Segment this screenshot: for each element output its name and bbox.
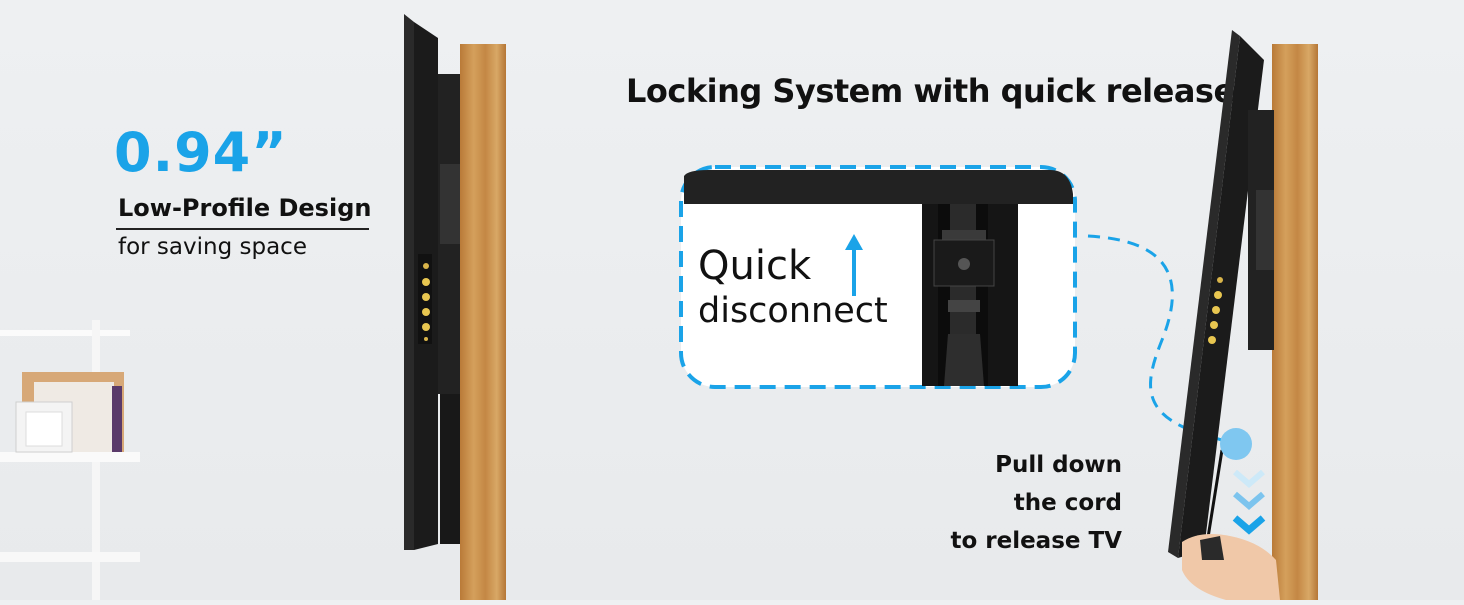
profile-dimension: 0.94”: [114, 121, 288, 184]
up-arrow-icon: [844, 234, 864, 301]
down-chevrons-icon: [1232, 468, 1266, 549]
tv-mount-side-view-right: [1160, 30, 1320, 600]
pull-instructions: Pull down the cord to release TV: [950, 446, 1122, 560]
low-profile-subtitle: for saving space: [118, 234, 307, 260]
callout-line-2: disconnect: [698, 291, 888, 331]
low-profile-title: Low-Profile Design: [118, 194, 372, 222]
cord-pull-point: [1220, 428, 1252, 460]
callout-connector-line: [1080, 230, 1240, 460]
pull-line-1: Pull down: [995, 452, 1122, 478]
pull-line-2: the cord: [1013, 490, 1122, 516]
quick-disconnect-callout: [678, 164, 1078, 390]
callout-line-1: Quick: [698, 243, 812, 289]
page-headline: Locking System with quick release: [626, 72, 1235, 110]
shelf-decor: [0, 320, 140, 600]
title-underline: [116, 228, 369, 230]
tv-mount-side-view-left: [400, 14, 510, 600]
pull-line-3: to release TV: [950, 528, 1122, 554]
callout-label: Quick disconnect: [698, 244, 888, 334]
